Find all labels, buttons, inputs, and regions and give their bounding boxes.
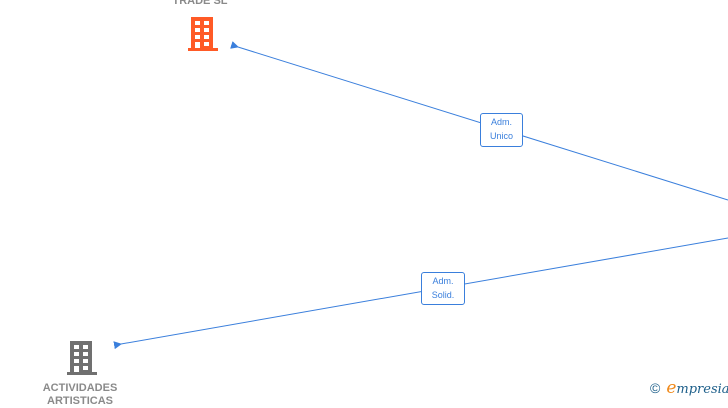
edge-label-line1: Adm. — [490, 117, 512, 127]
node-label-line2: ARTISTICAS — [47, 395, 113, 407]
edge-label-line1: Adm. — [432, 276, 454, 286]
brand-initial: e — [666, 378, 677, 398]
node-label-actividades[interactable]: ACTIVIDADES ARTISTICAS — [20, 382, 140, 408]
building-icon[interactable] — [65, 341, 99, 375]
node-label-trade[interactable]: TRADE SL — [172, 0, 228, 7]
building-icon[interactable] — [186, 17, 220, 51]
edge-label-adm-unico[interactable]: Adm. Unico — [480, 113, 523, 147]
node-label-line1: ACTIVIDADES — [42, 382, 118, 394]
empresia-logo: © empresia — [650, 378, 728, 398]
brand-rest: mpresia — [676, 382, 728, 397]
copyright-icon: © — [650, 380, 661, 396]
edge-label-line2: Unico — [489, 131, 513, 141]
edge-label-line2: Solid. — [431, 290, 455, 300]
edge-label-adm-solid[interactable]: Adm. Solid. — [421, 272, 465, 305]
